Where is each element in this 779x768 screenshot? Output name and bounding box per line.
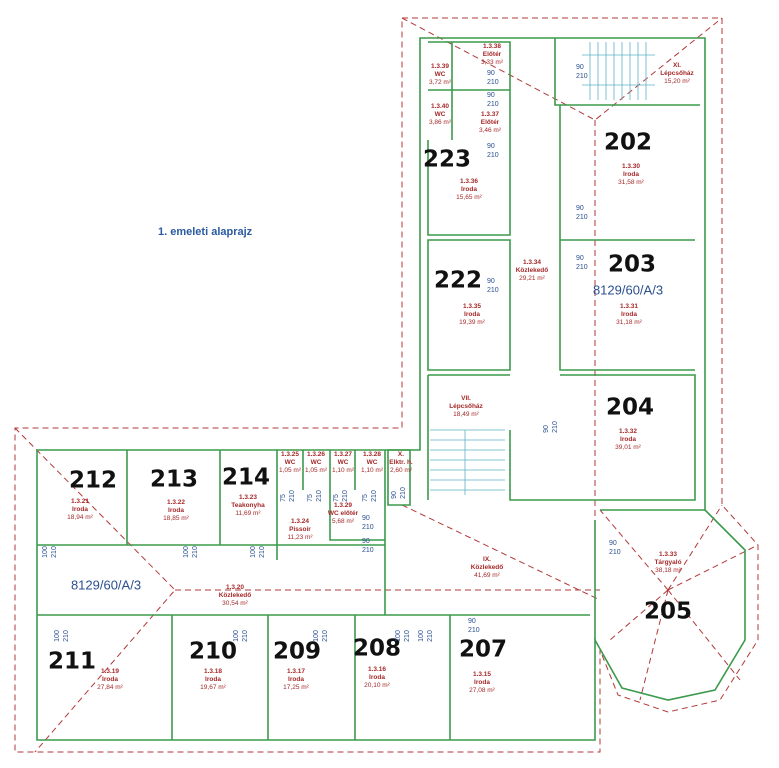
plan-title: 1. emeleti alaprajz — [158, 226, 253, 238]
stairs — [430, 42, 655, 495]
room-number-210: 210 — [188, 638, 238, 665]
room-label-electrical: X.Elktr. h.2,60 m² — [389, 451, 413, 474]
room-number-209: 209 — [272, 638, 322, 665]
walls-green — [36, 37, 746, 741]
room-number-212: 212 — [68, 467, 118, 494]
room-number-207: 207 — [458, 636, 508, 663]
room-number-214: 214 — [221, 464, 271, 491]
room-number-205: 205 — [643, 598, 693, 625]
room-number-202: 202 — [603, 129, 653, 156]
room-number-203: 203 — [607, 251, 657, 278]
room-number-208: 208 — [352, 635, 402, 662]
room-number-204: 204 — [605, 394, 655, 421]
room-number-211: 211 — [47, 648, 97, 675]
room-number-222: 222 — [433, 267, 483, 294]
parcel-id: 8129/60/A/3 — [70, 577, 142, 593]
roof-outline — [14, 17, 759, 753]
room-number-223: 223 — [422, 146, 472, 173]
parcel-id: 8129/60/A/3 — [592, 282, 664, 298]
room-number-213: 213 — [149, 466, 199, 493]
